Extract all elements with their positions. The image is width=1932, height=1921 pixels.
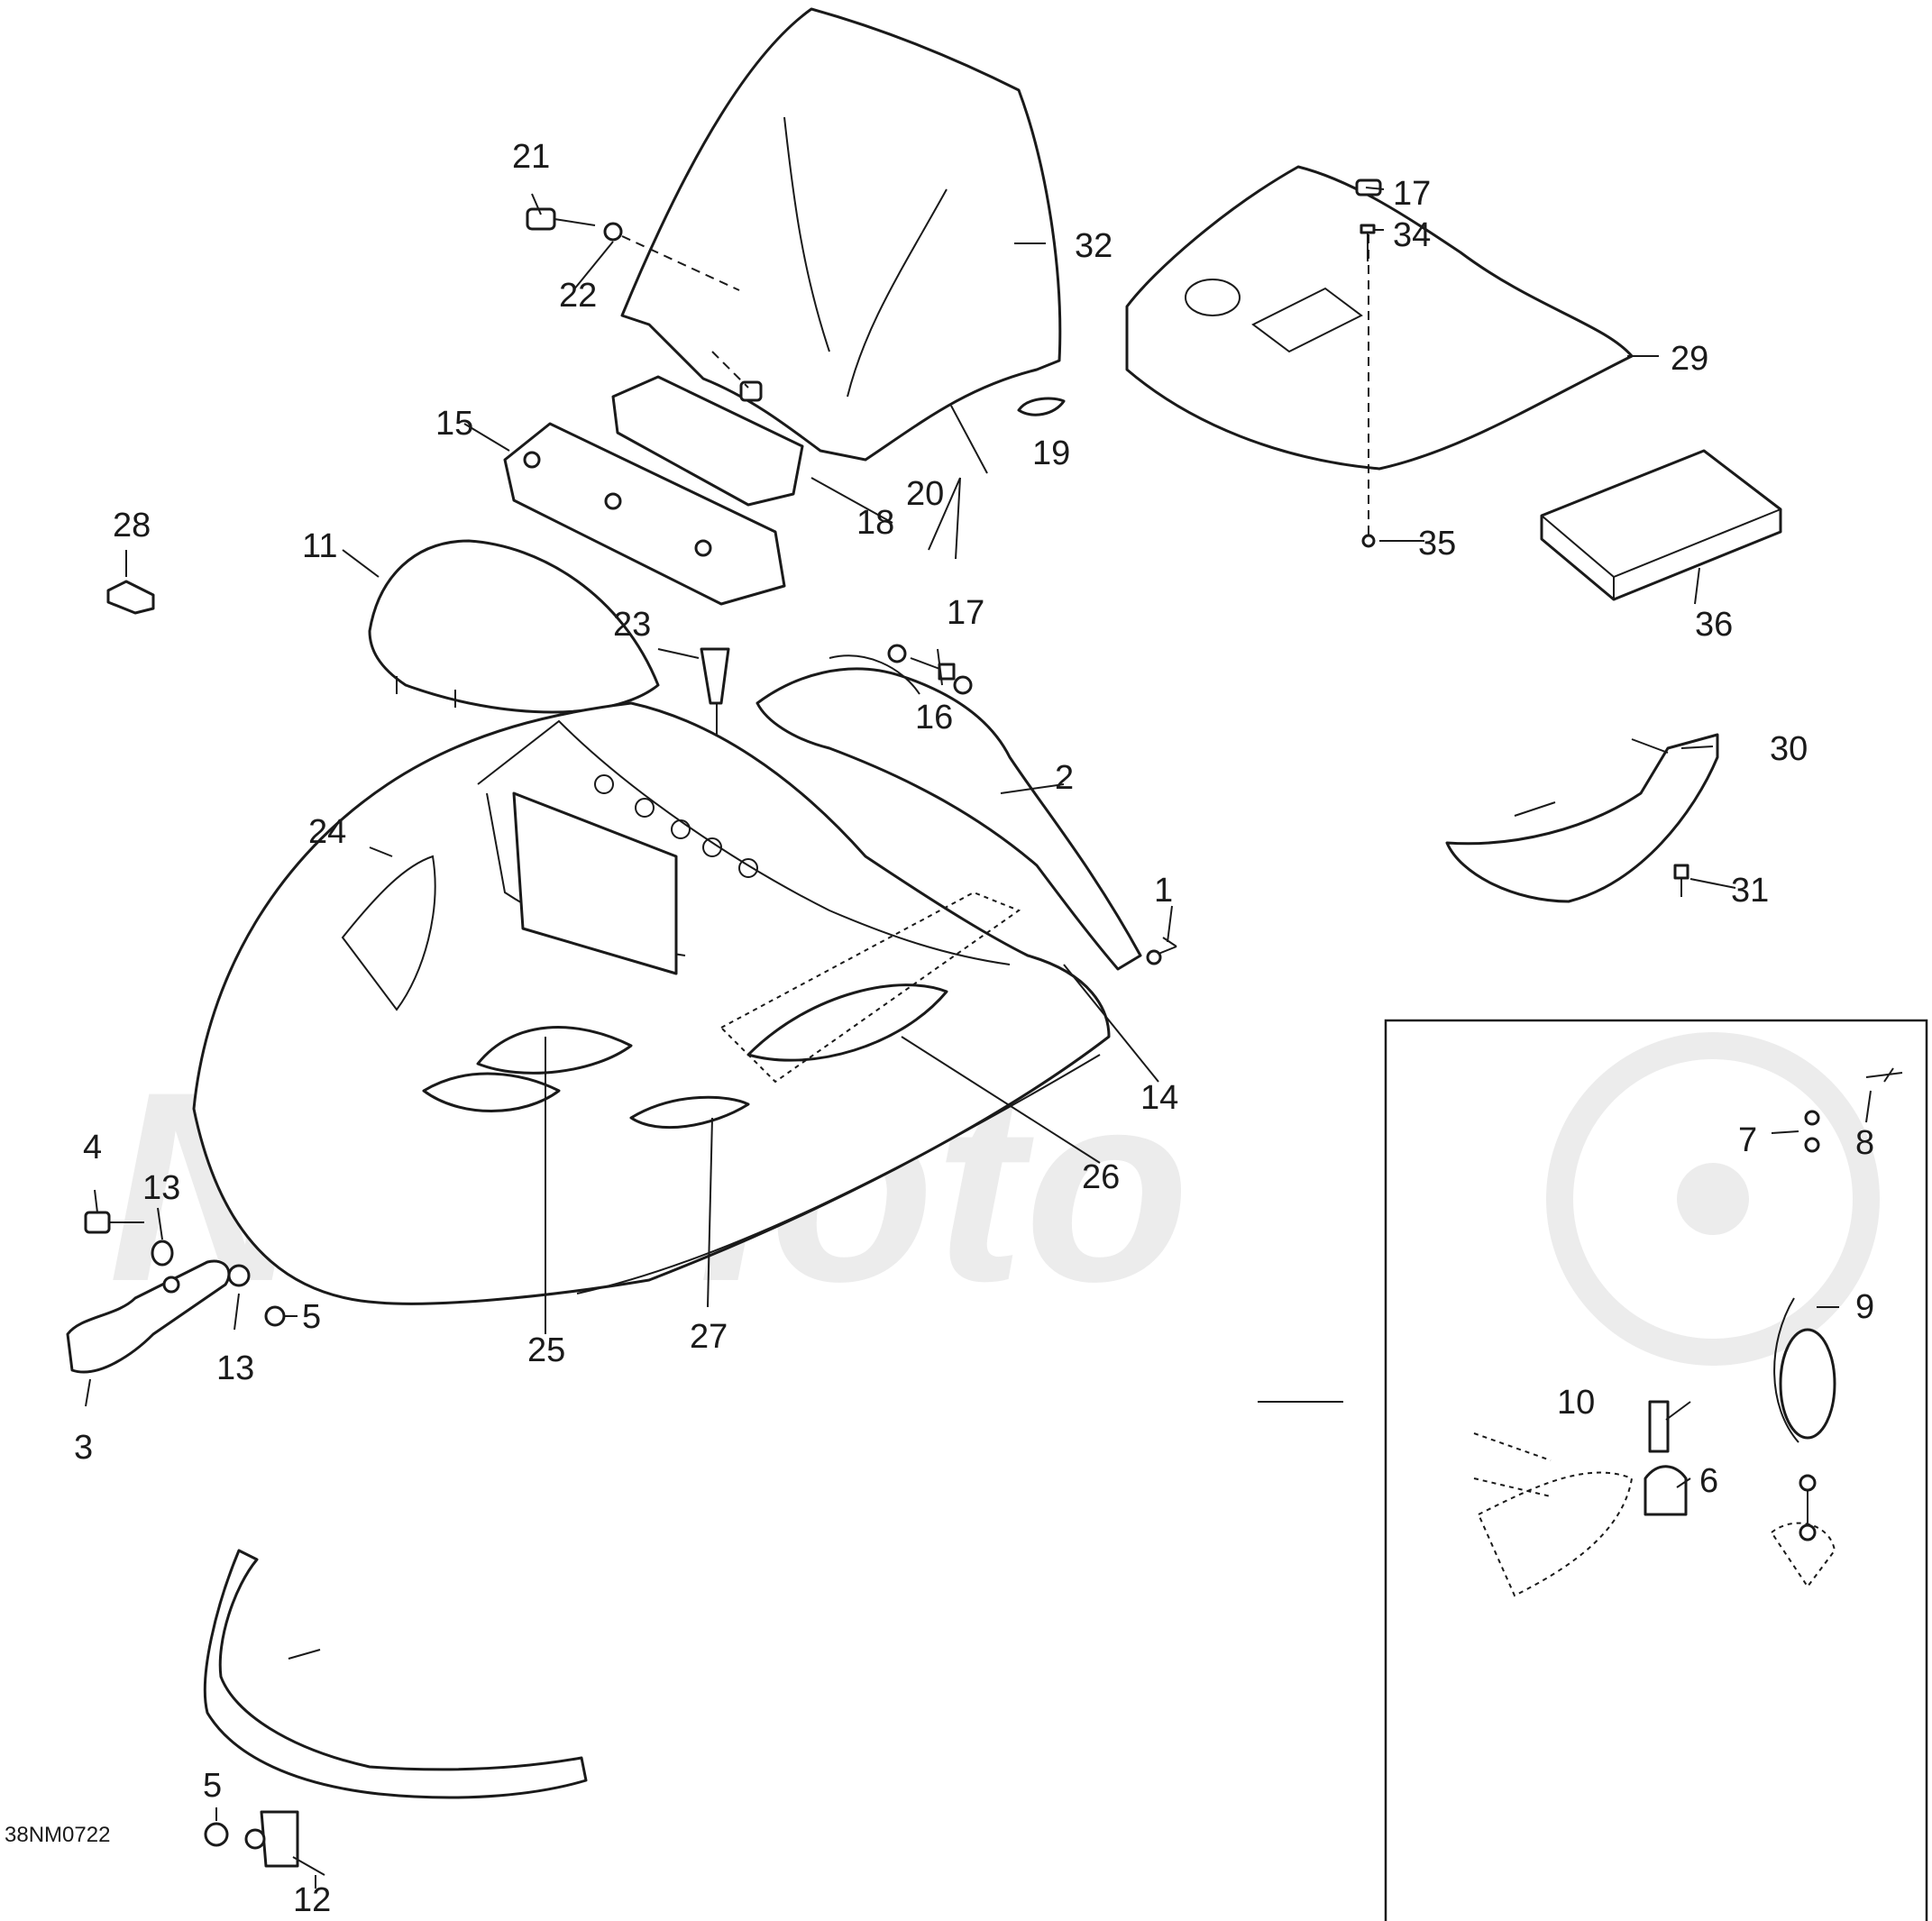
callout-13a: 13 xyxy=(142,1169,180,1207)
callout-12: 12 xyxy=(293,1881,331,1919)
callout-20: 20 xyxy=(906,475,944,513)
callout-28: 28 xyxy=(113,507,151,544)
inset-detail xyxy=(1384,1019,1928,1921)
callout-17b: 17 xyxy=(1393,175,1431,213)
console xyxy=(503,422,786,606)
rear-bumper xyxy=(1445,733,1719,903)
callout-14: 14 xyxy=(1140,1079,1178,1117)
callout-27: 27 xyxy=(690,1318,728,1356)
hood xyxy=(192,701,1111,1305)
callout-19: 19 xyxy=(1032,435,1070,472)
callout-labels: 1 2 3 4 5 5 6 7 8 9 10 11 12 13 13 14 15… xyxy=(74,138,1874,1919)
callout-2: 2 xyxy=(1055,759,1074,797)
callout-32: 32 xyxy=(1075,227,1113,265)
callout-21: 21 xyxy=(512,138,550,176)
callout-6: 6 xyxy=(1699,1462,1718,1500)
windshield xyxy=(620,7,1062,462)
drawing-code: 38NM0722 xyxy=(5,1823,110,1847)
small-clip xyxy=(1017,397,1066,416)
callout-29: 29 xyxy=(1671,340,1708,378)
callout-1: 1 xyxy=(1154,872,1173,910)
clip xyxy=(106,580,155,615)
callout-11: 11 xyxy=(302,527,337,565)
callout-36: 36 xyxy=(1695,606,1733,644)
handle-assembly xyxy=(66,1211,286,1374)
callout-34: 34 xyxy=(1393,216,1431,254)
rivet xyxy=(1146,937,1177,965)
callout-13b: 13 xyxy=(216,1349,254,1387)
callout-15: 15 xyxy=(435,405,473,443)
callout-23: 23 xyxy=(613,606,651,644)
spacer xyxy=(711,351,763,402)
foam-pad xyxy=(1540,449,1782,601)
callout-26: 26 xyxy=(1082,1158,1120,1196)
front-rail xyxy=(203,1549,588,1876)
callout-7: 7 xyxy=(1738,1121,1757,1159)
side-panel xyxy=(755,654,1142,971)
callout-25: 25 xyxy=(527,1331,565,1369)
callout-30: 30 xyxy=(1770,730,1808,768)
belly-pan xyxy=(1125,165,1634,541)
callout-9: 9 xyxy=(1855,1288,1874,1326)
callout-16: 16 xyxy=(915,699,953,736)
pad xyxy=(611,375,804,507)
callout-5a: 5 xyxy=(302,1298,321,1336)
leader-lines xyxy=(85,187,1872,1889)
callout-22: 22 xyxy=(559,277,597,315)
callout-35: 35 xyxy=(1418,525,1456,563)
callout-24: 24 xyxy=(308,813,346,851)
callout-4: 4 xyxy=(83,1129,102,1166)
screw-assembly xyxy=(887,644,973,695)
callout-10: 10 xyxy=(1557,1384,1595,1422)
callout-18: 18 xyxy=(856,504,894,542)
callout-31: 31 xyxy=(1731,872,1769,910)
callout-3: 3 xyxy=(74,1429,93,1467)
bumper-screw xyxy=(1673,864,1689,897)
windshield-bolt xyxy=(526,207,740,291)
callout-5b: 5 xyxy=(203,1767,222,1805)
callout-8: 8 xyxy=(1855,1124,1874,1162)
callout-17a: 17 xyxy=(947,594,984,632)
gauge-cover xyxy=(368,539,660,714)
